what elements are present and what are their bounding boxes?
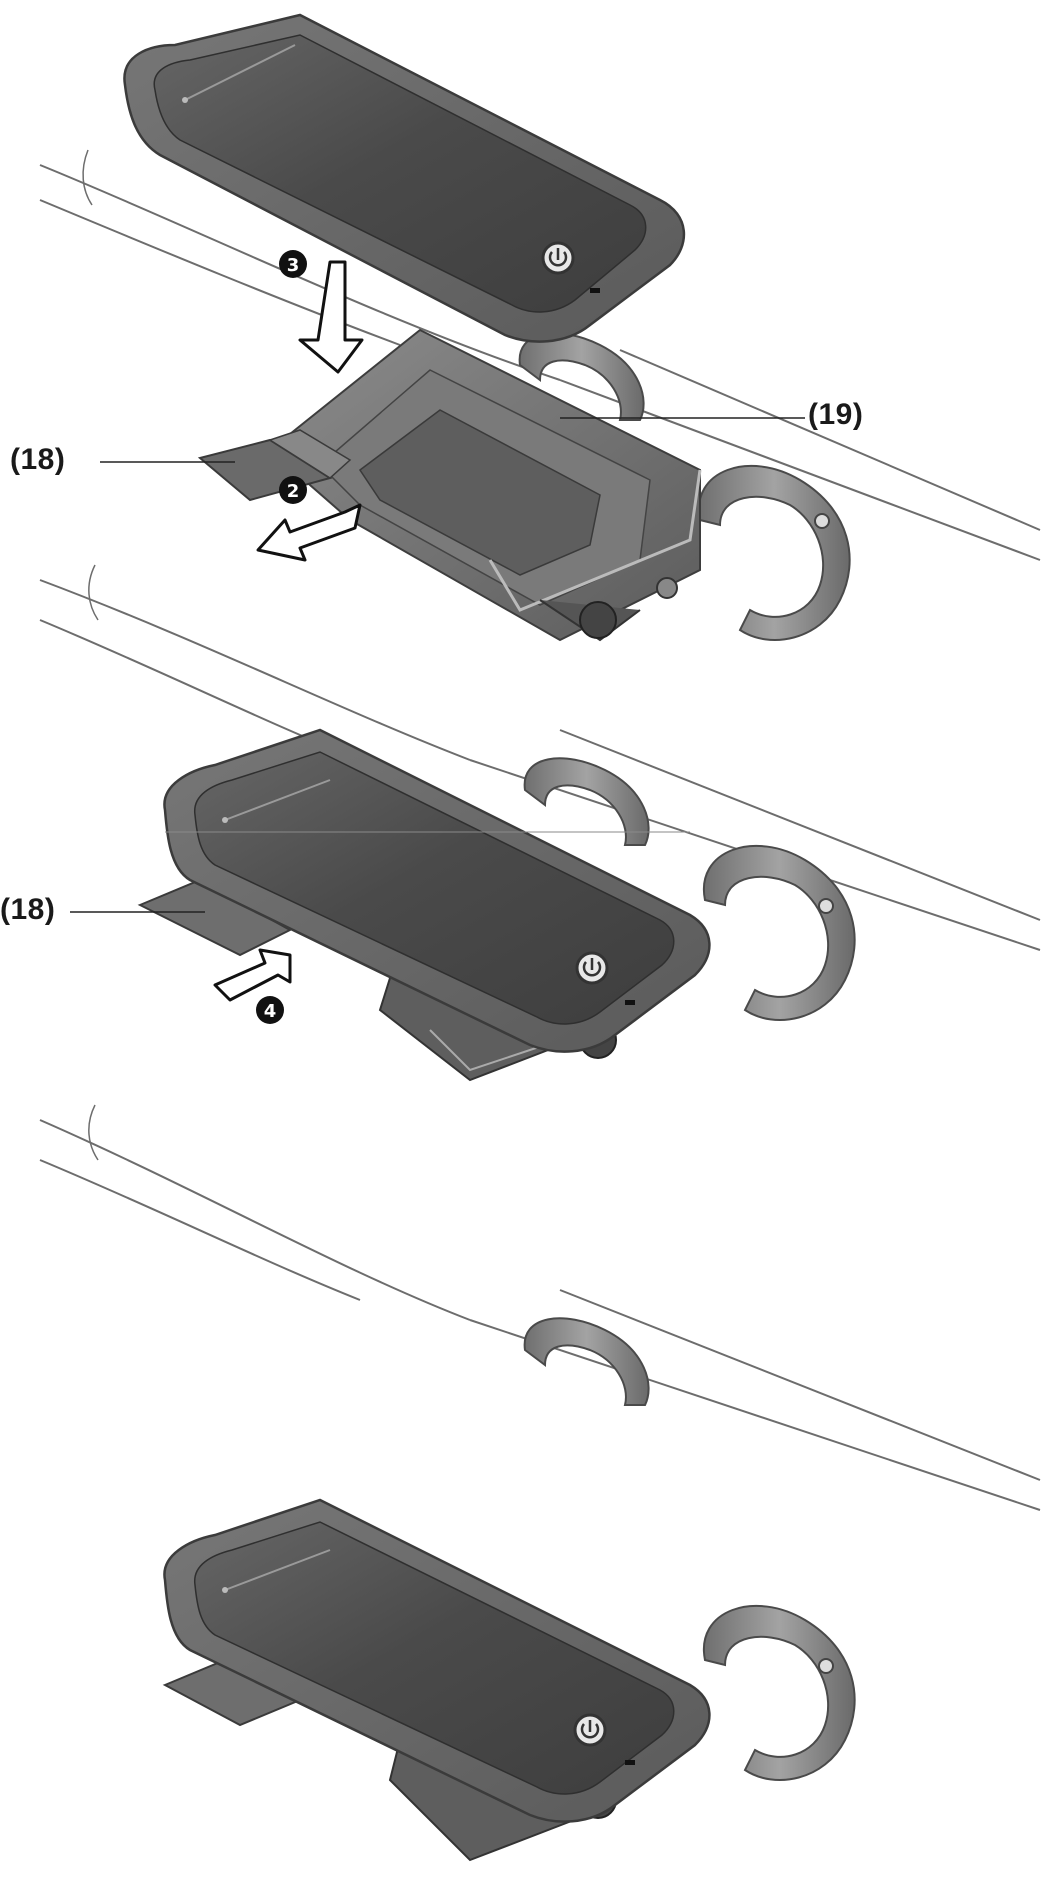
handlebar-clamp-right-panel-1 xyxy=(697,465,851,641)
callout-label-18-mid: (18) xyxy=(0,893,56,926)
svg-text:4: 4 xyxy=(264,1001,277,1022)
handlebar-clamp-right-panel-2 xyxy=(702,845,856,1021)
locking-slider-18-panel-2 xyxy=(137,878,293,957)
smartphone-case-panel-1 xyxy=(123,13,686,343)
arrow-step-4-icon xyxy=(213,948,292,1002)
step-4-badge: 4 xyxy=(256,996,284,1024)
handlebar-panel-3 xyxy=(39,1104,1041,1511)
step-3-badge: 3 xyxy=(279,250,307,278)
smartphone-case-panel-3 xyxy=(163,1498,711,1823)
handlebar-clamp-right-panel-3 xyxy=(702,1605,856,1781)
handlebar-clamp-left-panel-3 xyxy=(523,1317,650,1406)
svg-text:3: 3 xyxy=(287,255,300,276)
callout-label-18-top: (18) xyxy=(10,443,66,476)
smartphone-case-panel-2 xyxy=(163,728,711,1053)
panel-1-exploded-view: 3 2 xyxy=(39,13,1041,642)
arrow-step-3-icon xyxy=(298,260,364,374)
panel-3-final-view xyxy=(39,1104,1041,1862)
panel-2-insert-view: 4 xyxy=(39,564,1041,1082)
callout-label-19: (19) xyxy=(808,398,864,431)
mount-holder-19 xyxy=(268,328,702,642)
svg-text:2: 2 xyxy=(287,481,300,502)
handlebar-clamp-left-panel-2 xyxy=(523,757,650,846)
arrow-step-2-icon xyxy=(256,503,362,562)
step-2-badge: 2 xyxy=(279,476,307,504)
